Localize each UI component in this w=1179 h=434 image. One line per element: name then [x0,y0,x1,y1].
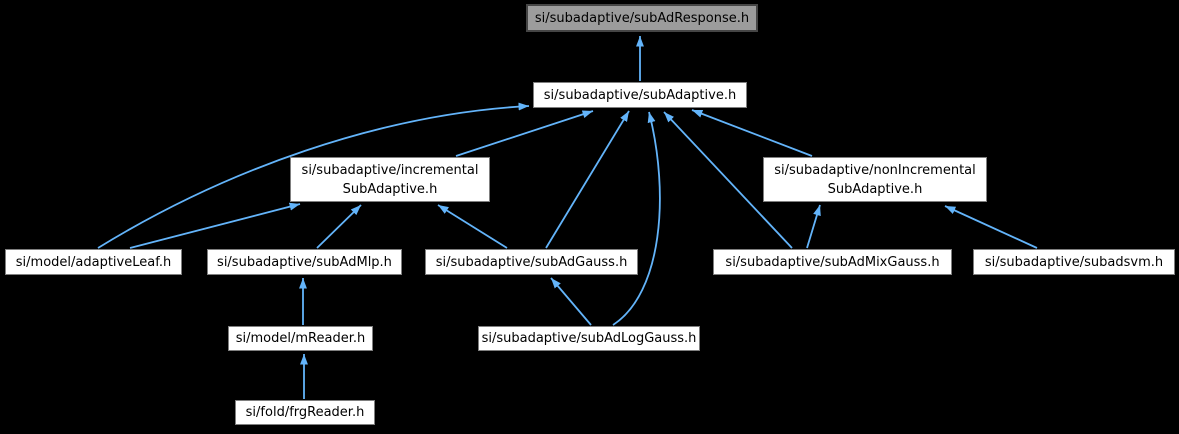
node-frgreader-h[interactable]: si/fold/frgReader.h [235,400,375,425]
node-mreader-h[interactable]: si/model/mReader.h [228,326,373,351]
node-incrementalsubadaptive-h[interactable]: si/subadaptive/incremental SubAdaptive.h [290,157,490,202]
edge-subAdMixGauss-to-nonIncrementalSubAdaptive [806,204,821,249]
edge-subadsvm-to-nonIncrementalSubAdaptive [944,205,1038,249]
node-subadgauss-h[interactable]: si/subadaptive/subAdGauss.h [425,249,638,275]
edge-subAdMlp-to-incrementalSubAdaptive [316,204,362,249]
node-adaptiveleaf-h[interactable]: si/model/adaptiveLeaf.h [5,249,182,275]
node-subadaptive-h[interactable]: si/subadaptive/subAdaptive.h [533,82,747,108]
edge-nonIncrementalSubAdaptive-to-subAdaptive [691,109,813,157]
edge-adaptiveLeaf-to-incrementalSubAdaptive [129,202,301,249]
edge-subAdLogGauss-to-subAdGauss [550,277,592,326]
node-nonincrementalsubadaptive-h[interactable]: si/subadaptive/nonIncremental SubAdaptiv… [763,157,987,202]
edge-subAdLogGauss-to-subAdaptive [612,111,661,326]
node-subadresponse-h[interactable]: si/subadaptive/subAdResponse.h [526,4,758,32]
node-subadloggauss-h[interactable]: si/subadaptive/subAdLogGauss.h [478,326,700,351]
edge-adaptiveLeaf-to-subAdaptive [97,102,530,249]
edge-incrementalSubAdaptive-to-subAdaptive [455,110,594,157]
edge-subAdGauss-to-subAdaptive [545,110,630,249]
node-subadmixgauss-h[interactable]: si/subadaptive/subAdMixGauss.h [713,249,952,275]
edge-subAdMixGauss-to-subAdaptive [663,111,793,249]
edge-subAdGauss-to-incrementalSubAdaptive [437,204,508,249]
node-subadmlp-h[interactable]: si/subadaptive/subAdMlp.h [207,249,402,275]
node-subadsvm-h[interactable]: si/subadaptive/subadsvm.h [973,249,1175,275]
